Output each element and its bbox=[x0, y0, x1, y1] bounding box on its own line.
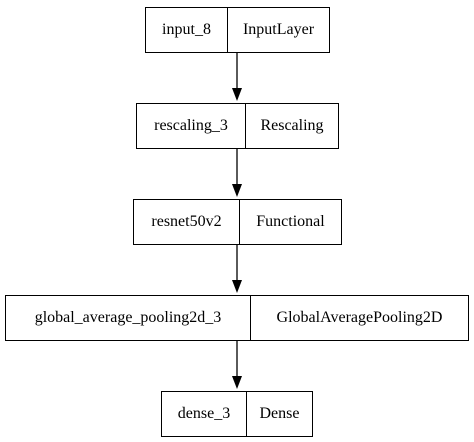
node-input-8-name: input_8 bbox=[146, 8, 228, 52]
node-global-average-pooling2d-3-type: GlobalAveragePooling2D bbox=[276, 309, 443, 326]
node-rescaling-3-name: rescaling_3 bbox=[137, 104, 246, 148]
node-rescaling-3: rescaling_3 Rescaling bbox=[136, 103, 339, 149]
arrowhead-input-to-rescaling bbox=[232, 88, 242, 101]
node-input-8-type: InputLayer bbox=[242, 21, 315, 38]
node-rescaling-3-type: Rescaling bbox=[260, 117, 324, 134]
node-global-average-pooling2d-3: global_average_pooling2d_3 GlobalAverage… bbox=[5, 295, 469, 341]
node-input-8: input_8 InputLayer bbox=[145, 7, 330, 53]
node-dense-3-name: dense_3 bbox=[162, 392, 247, 436]
arrowhead-resnet-to-pooling bbox=[232, 280, 242, 293]
arrowhead-rescaling-to-resnet bbox=[232, 184, 242, 197]
node-resnet50v2-name: resnet50v2 bbox=[134, 200, 240, 244]
node-resnet50v2: resnet50v2 Functional bbox=[133, 199, 342, 245]
node-global-average-pooling2d-3-name: global_average_pooling2d_3 bbox=[6, 296, 251, 340]
node-dense-3: dense_3 Dense bbox=[161, 391, 313, 437]
node-dense-3-type: Dense bbox=[259, 405, 300, 422]
arrowhead-pooling-to-dense bbox=[232, 376, 242, 389]
node-resnet50v2-type: Functional bbox=[256, 213, 325, 230]
